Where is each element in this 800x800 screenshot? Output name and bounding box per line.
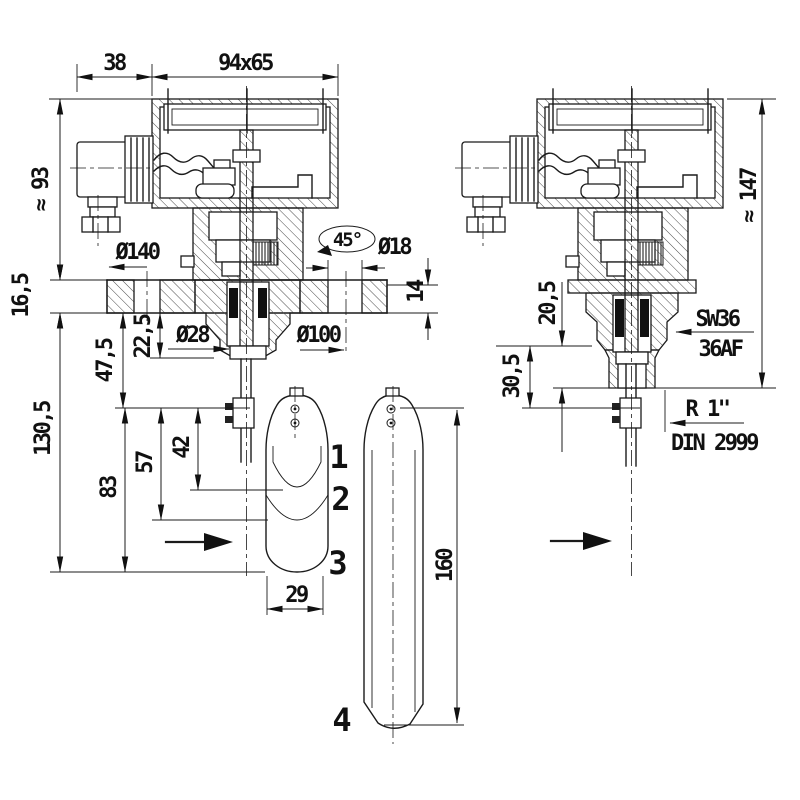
dim-stem-to-pivot: 47,5 [93,312,127,409]
dim-height-above-flange: ≈ 93 [29,98,152,281]
paddle-4-label: 4 [332,701,350,739]
dim-16-5-label: 16,5 [9,273,34,317]
dim-130-5-label: 130,5 [31,401,56,456]
dim-14-label: 14 [404,279,429,303]
dim-57-label: 57 [133,451,158,474]
dim-paddle-width: 29 [266,576,324,615]
dim-38-label: 38 [103,51,126,76]
dim-30-5-label: 30,5 [500,354,525,398]
flow-direction-arrow-right [549,532,612,550]
dim-paddle4-length: 160 [384,407,464,726]
dim-hole-angle: 45° [317,225,376,256]
dim-overall-height: ≈ 147 [727,98,776,389]
dim-insertion-length: 130,5 [31,312,64,573]
paddle-variant-4 [363,386,424,744]
threaded-view [455,86,776,576]
dim-20-5-label: 20,5 [536,281,561,325]
stem-left [225,86,267,576]
paddle-2-label: 2 [331,480,348,518]
callout-thread: R 1" DIN 2999 [664,390,761,456]
dim-hub-depth: 22,5 [131,312,214,359]
wrench-size-label: SW36 [696,307,741,332]
dim-22-5-label: 22,5 [131,314,156,358]
dim-94x65-label: 94x65 [218,51,273,76]
dim-hub-diameter: Ø28 [168,323,230,353]
cable-connector-left [70,135,154,246]
thread-designation-label: R 1" [686,397,729,422]
dim-pivot-to-end: 83 [97,407,129,573]
dim-45deg-label: 45° [333,229,361,251]
wrench-size-af-label: 36AF [699,337,743,362]
callout-wrench-size: SW36 36AF [675,307,754,362]
flanged-view [70,86,388,576]
dim-bolt-circle: Ø100 [296,323,345,354]
dim-140-label: Ø140 [115,240,160,265]
stem-right [612,86,649,576]
thread-standard-label: DIN 2999 [671,431,758,456]
dim-thread-length: 20,5 [496,281,592,452]
dim-paddle2-length: 57 [133,407,268,521]
dim-hole-diameter: Ø18 [306,235,414,284]
dim-93-label: ≈ 93 [29,167,54,211]
paddle-3-label: 3 [328,544,346,582]
paddle-variants-1-2-3 [265,386,329,573]
dim-83-label: 83 [97,476,122,499]
dim-flange-diameter: Ø140 [108,240,162,271]
dim-housing-size: 94x65 [151,51,339,96]
flange-left [106,271,388,353]
dim-47-5-label: 47,5 [93,338,118,382]
dim-28-label: Ø28 [175,323,209,348]
cable-connector-right [455,135,539,246]
dim-29-label: 29 [285,583,308,608]
dim-147-label: ≈ 147 [737,168,762,223]
dim-160-label: 160 [433,549,458,582]
dim-paddle1-length: 42 [170,407,283,491]
housing-interior-right [538,152,715,199]
paddle-1-label: 1 [329,438,347,476]
dim-rim-thickness: 14 [387,258,438,340]
dim-18-label: Ø18 [377,235,411,260]
dim-42-label: 42 [170,436,195,459]
flow-direction-arrow-left [164,533,233,551]
dim-100-label: Ø100 [296,323,341,348]
dim-thread-to-pivot: 30,5 [500,345,640,409]
dim-top-width: 38 [76,51,153,96]
